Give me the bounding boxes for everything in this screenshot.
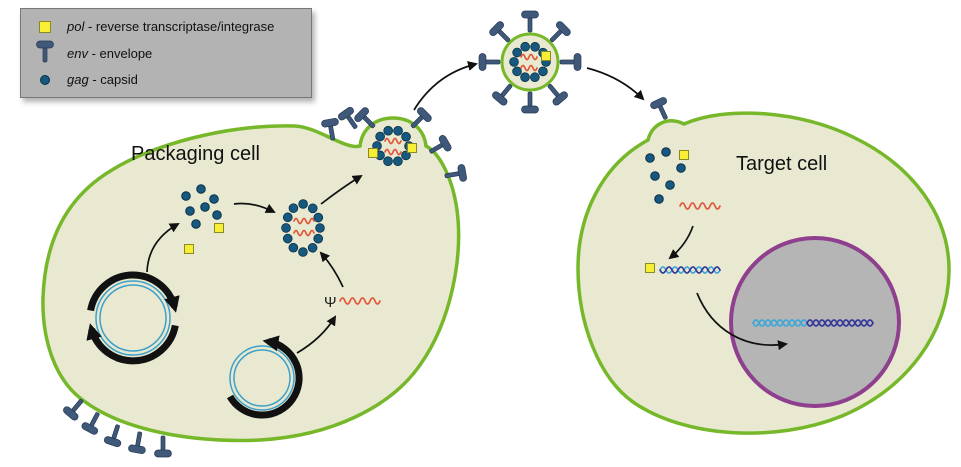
pol-square <box>645 263 655 273</box>
provirus-light-strand <box>752 319 808 327</box>
released-viral-rna <box>679 202 721 210</box>
plasmid-2-circle-outer <box>229 345 295 411</box>
capsid-ring <box>282 200 324 256</box>
plasmid-1-arrow-top <box>87 271 180 313</box>
target-cell-label: Target cell <box>736 153 827 175</box>
legend-item-gag: gag - capsid <box>31 69 301 90</box>
nucleus-body <box>729 236 901 408</box>
uncoating-proteins <box>645 147 721 210</box>
gag-dot <box>200 202 210 212</box>
arrow-rna-to-dna <box>668 225 694 260</box>
packaging-cell-label: Packaging cell <box>131 143 260 165</box>
free-virion <box>413 10 645 114</box>
env-spike <box>103 422 127 448</box>
dna-strand-dark <box>659 266 721 274</box>
pol-square <box>541 51 551 61</box>
arrow-plasmid1-to-gag <box>146 223 180 273</box>
gag-dot <box>185 206 195 216</box>
budding-rna <box>384 148 402 156</box>
plasmid-2 <box>226 335 303 419</box>
capsid-rna <box>293 217 315 225</box>
arrow-capsid-to-budding <box>320 174 363 205</box>
pol-square-icon <box>33 20 57 34</box>
plasmid-2-arrow <box>226 335 303 419</box>
arrow-virion-to-target <box>586 67 645 101</box>
budding-rna <box>384 137 402 145</box>
genome-dark-strand <box>806 319 874 327</box>
provirus-light-strand <box>752 319 808 327</box>
env-spike <box>521 10 539 33</box>
arrow-plasmid2-to-rna <box>296 315 337 354</box>
viral-rna-squiggle <box>339 297 381 305</box>
env-spike <box>521 91 539 114</box>
legend-item-env: env - envelope <box>31 37 301 69</box>
nucleus <box>729 236 901 408</box>
virion-capsid-ring <box>510 42 550 82</box>
gag-dot <box>650 171 660 181</box>
env-spike <box>154 435 172 458</box>
psi-rna: Ψ <box>324 294 381 311</box>
legend-item-pol-label: pol - reverse transcriptase/integrase <box>67 19 275 34</box>
gag-dot <box>212 210 222 220</box>
gag-pol-protein-cluster <box>181 184 224 254</box>
gag-dot <box>665 180 675 190</box>
genome-dark-strand <box>806 319 874 327</box>
gag-dot <box>196 184 206 194</box>
plasmid-1-arrow-bottom <box>86 323 179 365</box>
gag-dot <box>676 163 686 173</box>
legend: pol - reverse transcriptase/integrase en… <box>20 8 312 98</box>
env-spike-icon <box>33 40 57 66</box>
gag-dot <box>645 153 655 163</box>
env-spike <box>478 53 501 71</box>
plasmid-2-circle-inner <box>233 349 291 407</box>
arrow-rna-to-capsid <box>319 251 344 288</box>
assembling-capsid <box>281 199 325 257</box>
budding-virion <box>320 105 468 185</box>
gag-dot <box>191 219 201 229</box>
pol-square <box>184 244 194 254</box>
virion-rna <box>520 64 538 72</box>
pol-square <box>679 150 689 160</box>
legend-item-env-label: env - envelope <box>67 45 153 61</box>
env-spike <box>649 96 675 123</box>
integrated-provirus <box>752 319 874 327</box>
packaging-cell-membrane <box>41 116 461 443</box>
gag-dot-icon <box>33 73 57 87</box>
env-spike <box>127 430 149 455</box>
gag-dot <box>181 191 191 201</box>
pol-square <box>368 148 378 158</box>
virion-rna <box>520 53 538 61</box>
plasmid-1-circle-inner <box>99 284 167 352</box>
psi-label: Ψ <box>324 294 337 311</box>
arrow-dna-to-nucleus <box>696 292 788 351</box>
target-cell: Target cell <box>576 96 951 435</box>
arrow-budding-to-virion <box>413 61 478 111</box>
env-spike <box>559 53 582 71</box>
reverse-transcribed-dna <box>645 263 721 274</box>
pol-square <box>214 223 224 233</box>
pol-square <box>407 143 417 153</box>
gag-dot <box>209 194 219 204</box>
plasmid-1-circle-outer <box>95 280 171 356</box>
plasmid-1 <box>86 271 180 365</box>
legend-item-pol: pol - reverse transcriptase/integrase <box>31 16 301 37</box>
packaging-cell: Packaging cell <box>41 105 468 458</box>
arrow-gag-to-capsid <box>233 202 276 213</box>
capsid-rna <box>293 229 315 237</box>
gag-dot <box>654 194 664 204</box>
legend-item-gag-label: gag - capsid <box>67 72 138 87</box>
gag-dot <box>661 147 671 157</box>
